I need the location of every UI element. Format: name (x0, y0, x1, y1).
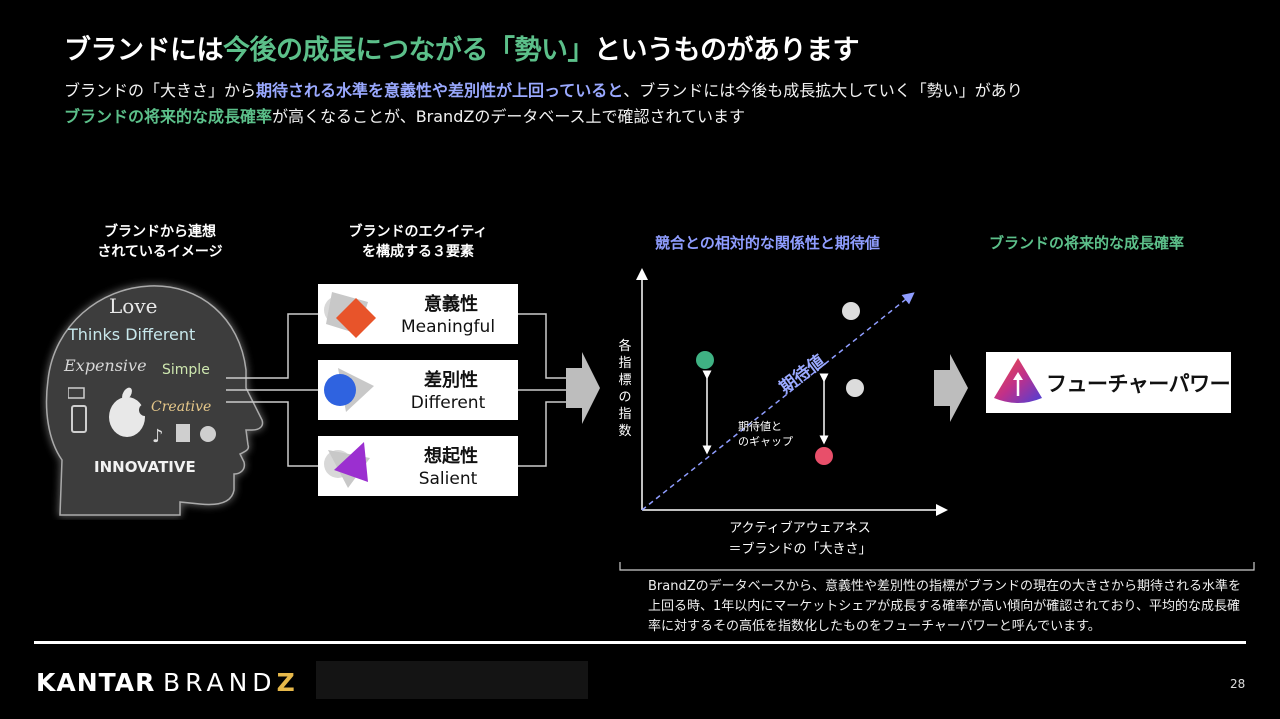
equity-column-label: ブランドのエクイティ を構成する３要素 (318, 222, 518, 262)
x-label-line2: ＝ブランドの「大きさ」 (728, 542, 872, 557)
connector-meaningful-out (518, 313, 568, 379)
head-label-line2: されているイメージ (97, 244, 223, 260)
connector-salient-out (518, 401, 568, 467)
arrow-right-icon-2 (934, 354, 968, 422)
chart-gap-label: 期待値と のギャップ (738, 419, 793, 449)
title-suffix: というものがあります (594, 35, 860, 66)
brandz-logo: BRANDZ (163, 668, 300, 697)
redacted-area (316, 661, 588, 699)
head-icons: ♪ (68, 387, 216, 447)
card-jp-label: 差別性 (424, 370, 478, 391)
card-en-label: Salient (418, 469, 478, 489)
document-icon (176, 424, 190, 442)
slide-title: ブランドには今後の成長につながる「勢い」というものがあります (64, 28, 860, 67)
card-jp-label: 意義性 (424, 294, 478, 315)
subtitle-line-1: ブランドの「大きさ」から期待される水準を意義性や差別性が上回っていると、ブランド… (64, 77, 1023, 101)
page-number: 28 (1230, 677, 1246, 691)
gap-label-line2: のギャップ (738, 435, 793, 448)
word-thinks-different: Thinks Different (68, 325, 196, 344)
equity-card-meaningful: 意義性 Meaningful (318, 284, 518, 344)
note-bracket (619, 562, 1255, 571)
word-love: Love (109, 294, 158, 318)
phone-icon (71, 405, 87, 433)
meaningful-icon (324, 292, 376, 338)
future-heading: ブランドの将来的な成長確率 (989, 234, 1185, 252)
arrow-right-icon (566, 352, 600, 424)
head-silhouette (45, 285, 264, 516)
x-label-line1: アクティブアウェアネス (729, 521, 871, 536)
chart-heading: 競合との相対的な関係性と期待値 (655, 234, 880, 252)
point-grey-1 (842, 302, 860, 320)
card-en-label: Different (410, 393, 486, 413)
card-icon (68, 387, 85, 399)
gap-label-line1: 期待値と (738, 420, 782, 433)
point-below-expectation (815, 447, 833, 465)
footer-divider (34, 641, 1246, 644)
head-label-line1: ブランドから連想 (104, 224, 216, 240)
apple-icon (109, 387, 151, 437)
future-power-box: フューチャーパワー (986, 352, 1231, 413)
subtitle-line-2: ブランドの将来的な成長確率が高くなることが、BrandZのデータベース上で確認さ… (64, 103, 745, 127)
subtitle-1c: 、ブランドには今後も成長拡大していく「勢い」があり (623, 81, 1023, 100)
head-column-label: ブランドから連想 されているイメージ (60, 222, 260, 262)
different-icon (324, 368, 374, 412)
subtitle-1a: ブランドの「大きさ」から (64, 81, 257, 100)
word-expensive: Expensive (64, 356, 147, 375)
film-reel-icon (200, 426, 216, 442)
future-power-icon (994, 358, 1042, 403)
subtitle-2a: ブランドの将来的な成長確率 (64, 107, 273, 126)
chart-y-label: 各指標の指数 (618, 339, 632, 439)
card-jp-label: 想起性 (424, 446, 478, 467)
future-power-label: フューチャーパワー (1046, 372, 1231, 396)
chart-x-label: アクティブアウェアネス ＝ブランドの「大きさ」 (700, 518, 900, 560)
brandz-logo-z: Z (276, 668, 300, 697)
point-grey-2 (846, 379, 864, 397)
equity-card-salient: 想起性 Salient (318, 436, 518, 496)
title-prefix: ブランドには (64, 35, 224, 66)
expectation-diagonal (641, 292, 915, 511)
equity-card-different: 差別性 Different (318, 360, 518, 420)
kantar-logo: KANTAR (36, 668, 156, 697)
subtitle-2b: が高くなることが、BrandZのデータベース上で確認されています (272, 107, 746, 126)
word-simple: Simple (162, 362, 210, 378)
connector-meaningful (226, 313, 318, 379)
point-above-expectation (696, 351, 714, 369)
equity-label-line2: を構成する３要素 (362, 244, 474, 260)
subtitle-1b: 期待される水準を意義性や差別性が上回っていると (256, 81, 624, 100)
title-highlight: 今後の成長につながる「勢い」 (223, 35, 595, 66)
word-creative: Creative (151, 399, 212, 415)
salient-icon (324, 442, 370, 488)
card-en-label: Meaningful (400, 317, 496, 337)
expectation-chart (636, 268, 948, 516)
connector-salient (226, 401, 318, 467)
music-icon: ♪ (152, 426, 164, 447)
equity-label-line1: ブランドのエクイティ (348, 224, 488, 240)
brandz-logo-brand: BRAND (163, 668, 277, 697)
word-innovative: INNOVATIVE (94, 458, 196, 476)
footnote-text: BrandZのデータベースから、意義性や差別性の指標がブランドの現在の大きさから… (648, 579, 1241, 634)
